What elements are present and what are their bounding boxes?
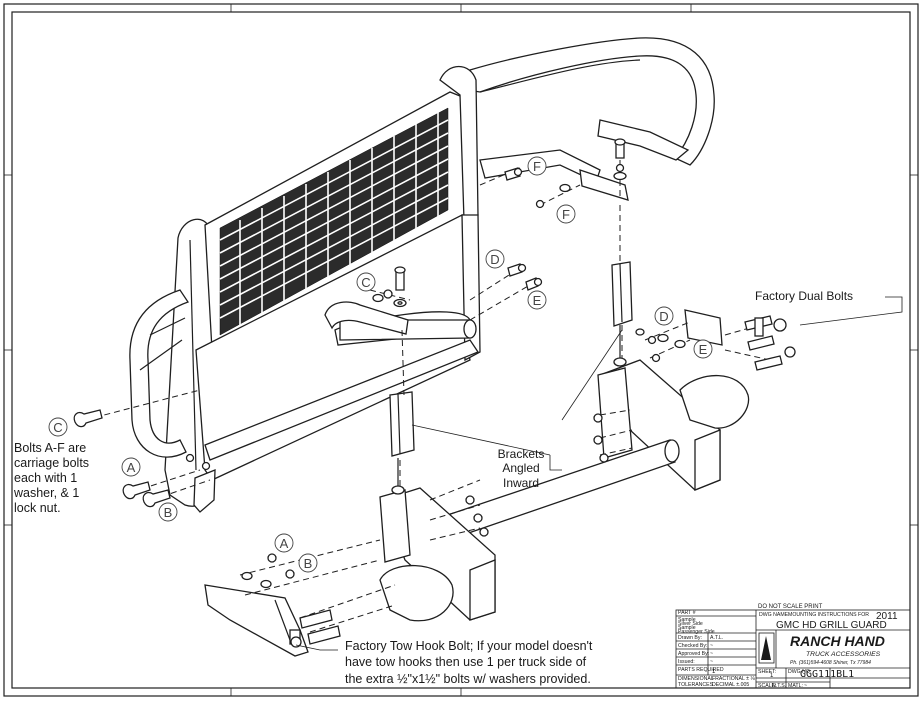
company-sub: TRUCK ACCESSORIES	[806, 651, 881, 658]
dwg-name-value: MOUNTING INSTRUCTIONS FOR	[788, 612, 869, 618]
hardware	[73, 138, 796, 648]
dwg-no-value: GGG111BL1	[800, 669, 854, 680]
label-e-top-text: E	[533, 293, 542, 308]
issued-label: Issued:	[678, 659, 695, 665]
label-b-bottom: B	[298, 553, 318, 573]
leader-lines	[295, 296, 903, 651]
bolts-note-line-2: carriage bolts	[14, 456, 89, 470]
do-not-scale-text: DO NOT SCALE PRINT	[758, 604, 823, 610]
part-labels: C A B C D E F F	[48, 156, 713, 573]
brackets-angled-line-1: Brackets	[498, 447, 545, 461]
top-hoop-tube	[453, 37, 715, 166]
sheet-value: 1	[770, 673, 774, 679]
year-text: 2011	[876, 611, 898, 622]
tolerances-label: TOLERANCES	[678, 682, 714, 688]
approved-by-value: ~	[710, 651, 713, 657]
drawn-by-value: A.T.L.	[710, 635, 723, 641]
sheet-label: SHEET:	[758, 669, 776, 675]
label-f-top: F	[527, 156, 547, 176]
tow-hook-note: Factory Tow Hook Bolt; If your model doe…	[345, 639, 593, 686]
sample-line-4: Passenger Side	[678, 629, 715, 635]
fractional-label: FRACTIONAL ± ⅛	[712, 676, 755, 682]
scale-value: N.T.S.	[772, 683, 786, 689]
label-d-right-text: D	[659, 309, 668, 324]
brackets-angled-callout: Brackets Angled Inward	[498, 447, 545, 490]
parts-required-value: 1	[712, 669, 716, 675]
dwg-no-label: DWG NO.	[788, 669, 811, 675]
bolts-note-line-5: lock nut.	[14, 501, 61, 515]
checked-by-value: ~	[710, 643, 713, 649]
label-d-top: D	[485, 249, 505, 269]
carriage-bolt-c-left	[73, 409, 103, 428]
label-c-left-text: C	[53, 420, 62, 435]
label-c-left: C	[48, 417, 68, 437]
matl-label: MATL:	[788, 683, 803, 689]
part-no-label: PART #	[678, 610, 696, 616]
label-d-top-text: D	[490, 252, 499, 267]
label-a-bottom-text: A	[280, 536, 289, 551]
grill-guard-frame	[129, 65, 601, 513]
matl-value: ~	[804, 683, 807, 689]
issued-value: ~	[710, 659, 713, 665]
company-phone: Ph. (361)594-4608 Shiner, Tx 77984	[790, 660, 871, 666]
label-e-right-text: E	[699, 342, 708, 357]
bolts-note-line-4: washer, & 1	[13, 486, 79, 500]
tow-hook-line-2: have tow hooks then use 1 per truck side…	[345, 655, 587, 669]
label-a-left: A	[121, 457, 141, 477]
ranch-hand-logo: RANCH HAND TRUCK ACCESSORIES Ph. (361)59…	[758, 632, 885, 666]
bolts-note-line-1: Bolts A-F are	[14, 441, 86, 455]
checked-by-label: Checked By:	[678, 643, 707, 649]
approved-by-label: Approved By:	[678, 651, 709, 657]
drawn-by-label: Drawn By:	[678, 635, 702, 641]
label-c-top: C	[356, 272, 376, 292]
model-text: GMC HD GRILL GUARD	[776, 620, 887, 631]
brackets-angled-line-3: Inward	[503, 476, 539, 490]
parts-required-label: PARTS REQUIRED	[678, 667, 724, 673]
label-f-top-text: F	[533, 159, 541, 174]
scale-label: SCALE:	[758, 683, 776, 689]
factory-dual-bolts-callout: Factory Dual Bolts	[755, 289, 853, 303]
sample-line-2: Silver Side	[678, 621, 703, 627]
title-block: DO NOT SCALE PRINT PART # Sample Silver …	[675, 604, 911, 689]
label-e-top: E	[527, 290, 547, 310]
bolts-note: Bolts A-F are carriage bolts each with 1…	[13, 441, 89, 515]
label-a-bottom: A	[274, 533, 294, 553]
drawing-border	[3, 3, 919, 697]
label-b-left: B	[158, 502, 178, 522]
label-c-top-text: C	[361, 275, 370, 290]
dimensional-label: DIMENSIONAL	[678, 676, 714, 682]
label-d-right: D	[654, 306, 674, 326]
label-a-left-text: A	[127, 460, 136, 475]
tow-hook-line-3: the extra ½"x1½" bolts w/ washers provid…	[345, 672, 591, 686]
decimal-label: DECIMAL ±.005	[712, 682, 749, 688]
dwg-name-label: DWG NAME:	[759, 612, 790, 618]
sample-line-1: Sample	[678, 617, 696, 623]
company-main: RANCH HAND	[790, 633, 885, 649]
brackets-angled-line-2: Angled	[502, 461, 539, 475]
grill-mesh	[219, 107, 449, 336]
label-e-right: E	[693, 339, 713, 359]
bolts-note-line-3: each with 1	[14, 471, 77, 485]
label-b-left-text: B	[164, 505, 173, 520]
sample-line-3: Sample	[678, 625, 696, 631]
label-f-lower: F	[556, 204, 576, 224]
label-b-bottom-text: B	[304, 556, 313, 571]
label-f-lower-text: F	[562, 207, 570, 222]
tow-hook-line-1: Factory Tow Hook Bolt; If your model doe…	[345, 639, 593, 653]
angled-brackets	[389, 169, 633, 457]
